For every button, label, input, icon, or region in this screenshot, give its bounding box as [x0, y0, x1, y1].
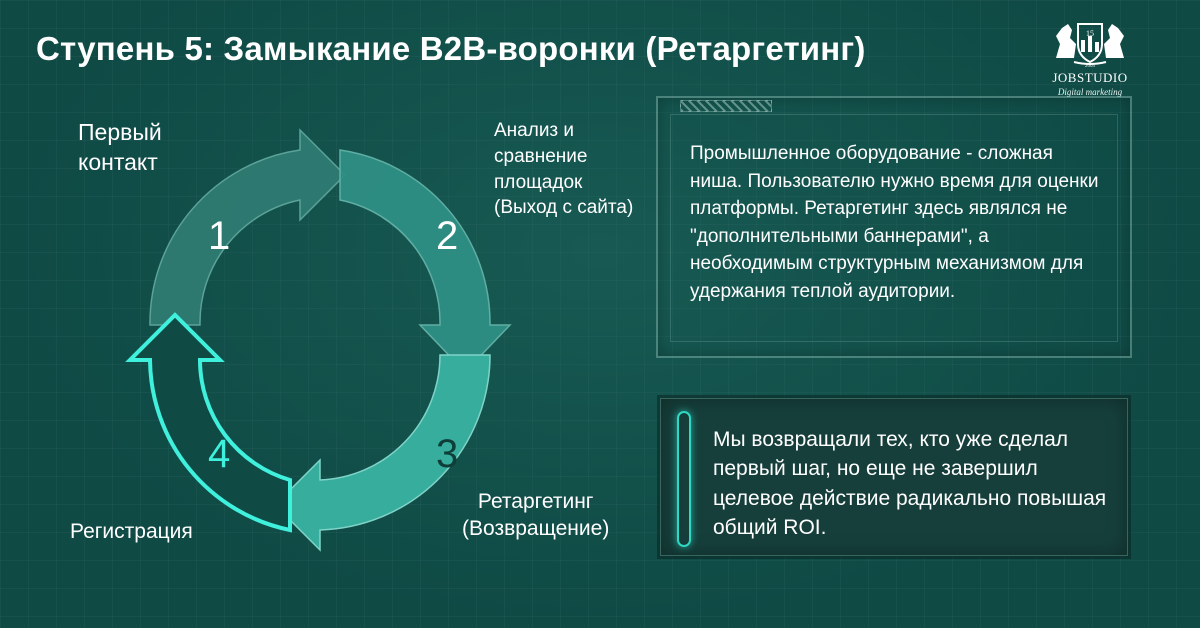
- logo-tagline: Digital marketing: [1057, 87, 1123, 97]
- info-panel-text: Промышленное оборудование - сложная ниша…: [690, 143, 1099, 302]
- company-logo: 15 2005 JOBSTUDIO Digital marketing: [1040, 14, 1140, 98]
- funnel-cycle-diagram: 1 2 3 4: [90, 110, 570, 580]
- stage-number-2: 2: [436, 214, 459, 258]
- emblem-year: 2005: [1085, 64, 1096, 68]
- cycle-arrow-4: [125, 312, 292, 533]
- cycle-arrow-1: [149, 128, 347, 326]
- emblem-number: 15: [1086, 29, 1094, 38]
- info-panel: Промышленное оборудование - сложная ниша…: [656, 96, 1132, 358]
- logo-brand: JOBSTUDIO: [1052, 70, 1128, 85]
- cycle-arrow-2: [339, 149, 512, 374]
- hatch-decoration: [680, 100, 772, 112]
- horse-emblem-icon: 15 2005: [1056, 23, 1124, 68]
- stage-label-3: Ретаргетинг (Возвращение): [462, 490, 610, 541]
- cycle-arrows: [125, 128, 512, 552]
- stage-label-2: Анализ и сравнение площадок (Выход с сай…: [494, 120, 634, 219]
- stage-number-1: 1: [208, 214, 231, 258]
- stage-number-4: 4: [208, 432, 231, 476]
- stage-label-1: Первый контакт: [78, 119, 162, 175]
- stage-number-3: 3: [436, 432, 459, 476]
- stage-label-4: Регистрация: [70, 520, 193, 543]
- glow-bar-decoration: [677, 411, 691, 547]
- result-panel-text: Мы возвращали тех, кто уже сделал первый…: [713, 428, 1107, 540]
- cycle-arrow-3: [273, 354, 491, 552]
- info-panel-inner-frame: [670, 114, 1118, 342]
- page-title: Ступень 5: Замыкание B2B-воронки (Ретарг…: [36, 30, 866, 67]
- result-panel: Мы возвращали тех, кто уже сделал первый…: [660, 398, 1128, 556]
- info-panel-frame: [656, 96, 1132, 358]
